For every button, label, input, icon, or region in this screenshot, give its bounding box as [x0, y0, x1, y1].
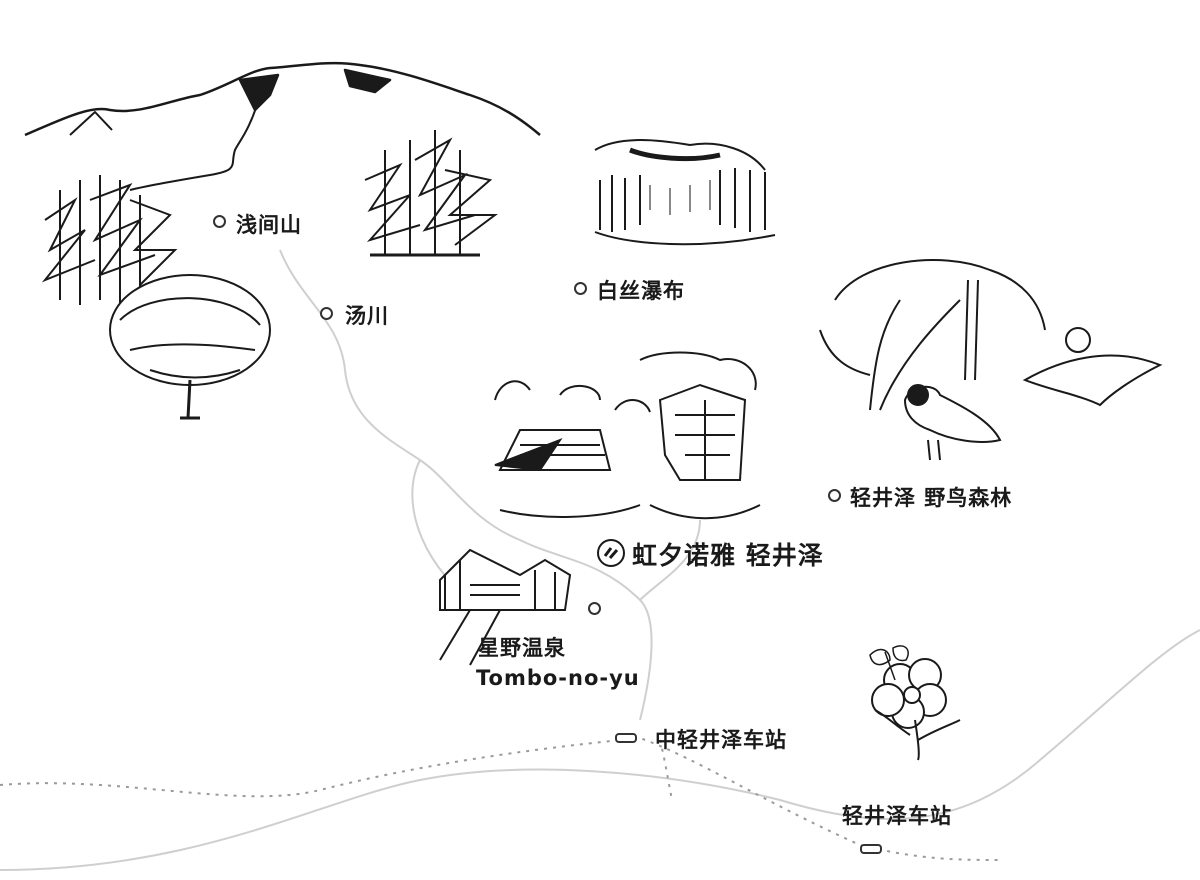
marker-dot [213, 215, 226, 228]
place-label-asama: 浅间山 [236, 213, 302, 237]
building-icon [494, 351, 761, 520]
place-label-karuizawa-station: 轻井泽车站 [842, 804, 952, 828]
mountain-icon [24, 61, 541, 191]
flower-icon [871, 658, 961, 761]
place-label-shiraito: 白丝瀑布 [597, 279, 685, 303]
waterfall-icon [594, 139, 776, 246]
place-label-bird-forest: 轻井泽 野鸟森林 [850, 486, 1013, 510]
flying-squirrel-icon [1022, 327, 1163, 407]
railway-line [0, 736, 1001, 861]
marker-dot [828, 489, 841, 502]
place-label-resort: 虹夕诺雅 轻井泽 [632, 541, 824, 570]
station-marker-icon [615, 733, 637, 743]
place-label-onsen-en: Tombo-no-yu [476, 666, 640, 690]
place-label-yukawa: 汤川 [345, 304, 389, 328]
tree-icon [364, 130, 498, 257]
tree-icon [819, 259, 1046, 411]
marker-dot [320, 307, 333, 320]
bird-icon [903, 384, 1002, 461]
marker-dot [588, 602, 601, 615]
dragonfly-icon [869, 645, 909, 681]
station-marker-icon [860, 844, 882, 854]
resort-logo-icon [597, 539, 625, 567]
place-label-naka-station: 中轻井泽车站 [655, 728, 787, 752]
place-label-onsen-cn: 星野温泉 [478, 636, 566, 660]
building-icon [439, 548, 572, 666]
marker-dot [574, 282, 587, 295]
tree-icon [41, 175, 271, 420]
